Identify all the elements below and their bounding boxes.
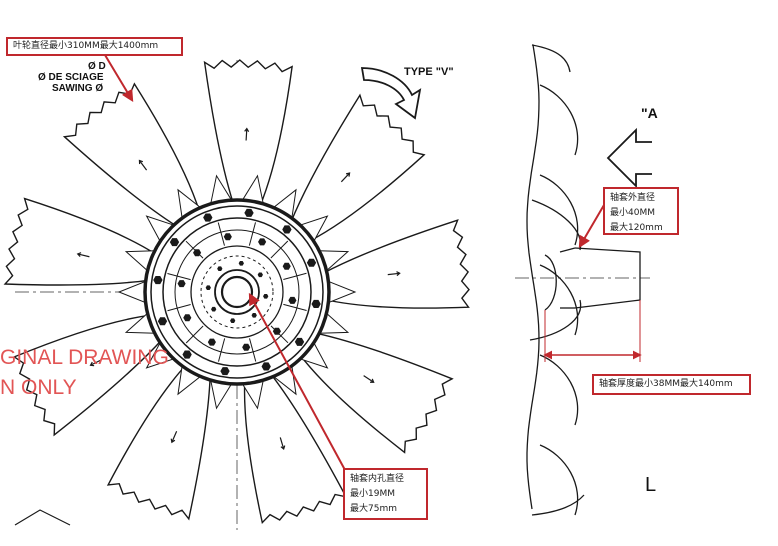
blade-mark	[340, 172, 351, 183]
hub-spike	[145, 338, 179, 369]
bolt	[261, 362, 271, 371]
bolt	[311, 299, 321, 308]
hub-spike	[295, 338, 329, 369]
fan-blade	[106, 363, 211, 521]
hub-bolts	[153, 208, 321, 376]
bolt	[203, 213, 213, 222]
rotation-arrow	[360, 67, 422, 120]
blade-mark	[138, 159, 148, 171]
bolt	[177, 280, 186, 288]
impeller-diameter-callout: 叶轮直径最小310MM最大1400mm	[6, 37, 183, 56]
sciage-label: Ø DE SCIAGE	[38, 72, 104, 83]
bolt	[205, 285, 211, 290]
corner-mark-label: L	[645, 474, 657, 496]
bolt	[251, 313, 257, 318]
hub-rib	[185, 325, 204, 344]
bolt	[263, 294, 269, 299]
hub-ribs	[167, 222, 307, 362]
bolt	[153, 276, 163, 285]
hub-spike	[117, 279, 151, 305]
blade-mark	[363, 375, 375, 383]
bushing-thickness-callout: 轴套厚度最小38MM最大140mm	[592, 374, 751, 395]
blade-mark	[170, 430, 178, 444]
fan-blade	[203, 59, 293, 208]
fan-blade	[298, 332, 454, 454]
hub-rib	[270, 240, 289, 259]
bore-title: 轴套内孔直径	[350, 474, 405, 484]
blade-mark	[387, 271, 401, 277]
bolt	[183, 314, 192, 322]
airflow-arrow	[606, 127, 652, 189]
blade-mark	[279, 437, 286, 451]
bore-leader	[248, 292, 346, 471]
bolt	[282, 262, 291, 270]
hub-spike	[295, 215, 329, 246]
hub-rib	[218, 338, 226, 362]
hub-rib	[167, 273, 191, 281]
bolt	[288, 296, 297, 304]
hub-rib	[167, 304, 191, 312]
bushing-outer-callout: 轴套外直径 最小40MM 最大120mm	[603, 187, 679, 235]
bolt	[238, 261, 244, 266]
watermark-line1: GINAL DRAWING	[0, 346, 169, 369]
fan-blade	[243, 372, 348, 525]
bore-max: 最大75mm	[350, 504, 397, 514]
fan-blade	[62, 82, 201, 228]
hub-rib	[283, 272, 307, 280]
impeller-leader	[104, 54, 134, 103]
bolt	[220, 367, 230, 376]
fan-blade	[12, 314, 164, 437]
hub-spike	[145, 215, 179, 246]
bolt	[193, 249, 202, 257]
hub-rib	[283, 303, 307, 311]
bolt	[272, 327, 281, 335]
impeller-diameter-text: 叶轮直径最小310MM最大1400mm	[13, 41, 159, 51]
bore-min: 最小19MM	[350, 489, 395, 499]
bolt	[242, 343, 251, 351]
fan-hub	[117, 174, 357, 410]
hub-rib	[249, 338, 257, 362]
fan-blades	[3, 59, 470, 525]
bolt	[211, 306, 217, 312]
bolt	[157, 317, 168, 326]
watermark-line2: N ONLY	[0, 376, 77, 399]
hub-rib	[185, 240, 204, 259]
blade-mark	[244, 127, 250, 141]
bolt	[282, 225, 292, 234]
diameter-d-label: Ø D	[88, 61, 106, 72]
bolt	[169, 238, 180, 247]
fan-blade	[322, 219, 470, 309]
sawing-label: SAWING Ø	[52, 83, 104, 94]
thickness-text: 轴套厚度最小38MM最大140mm	[599, 379, 733, 389]
hub-rib	[270, 325, 289, 344]
hub-rib	[248, 222, 256, 246]
bolt	[230, 318, 236, 323]
bolt	[258, 238, 267, 246]
bolt	[217, 266, 223, 271]
bore-diameter-callout: 轴套内孔直径 最小19MM 最大75mm	[343, 468, 428, 520]
bolt	[223, 233, 232, 241]
outer-leader	[578, 204, 605, 249]
bolt	[306, 258, 317, 267]
hub-spike	[323, 279, 357, 305]
fan-side-view	[526, 44, 641, 516]
fan-blade	[3, 197, 159, 286]
bolt	[257, 272, 263, 278]
outer-title: 轴套外直径	[610, 193, 656, 203]
bolt	[244, 208, 254, 217]
outer-max: 最大120mm	[610, 223, 663, 233]
side-mark-label: "A	[641, 105, 658, 121]
fan-blade	[289, 93, 426, 243]
type-v-label: TYPE "V"	[404, 66, 454, 78]
hub-rib	[217, 222, 225, 246]
blade-mark	[76, 252, 90, 258]
blade-mark	[89, 359, 102, 367]
bolt	[207, 338, 216, 346]
bolt	[294, 337, 305, 346]
bolt	[182, 350, 192, 359]
outer-min: 最小40MM	[610, 208, 655, 218]
corner-mark	[14, 509, 71, 526]
